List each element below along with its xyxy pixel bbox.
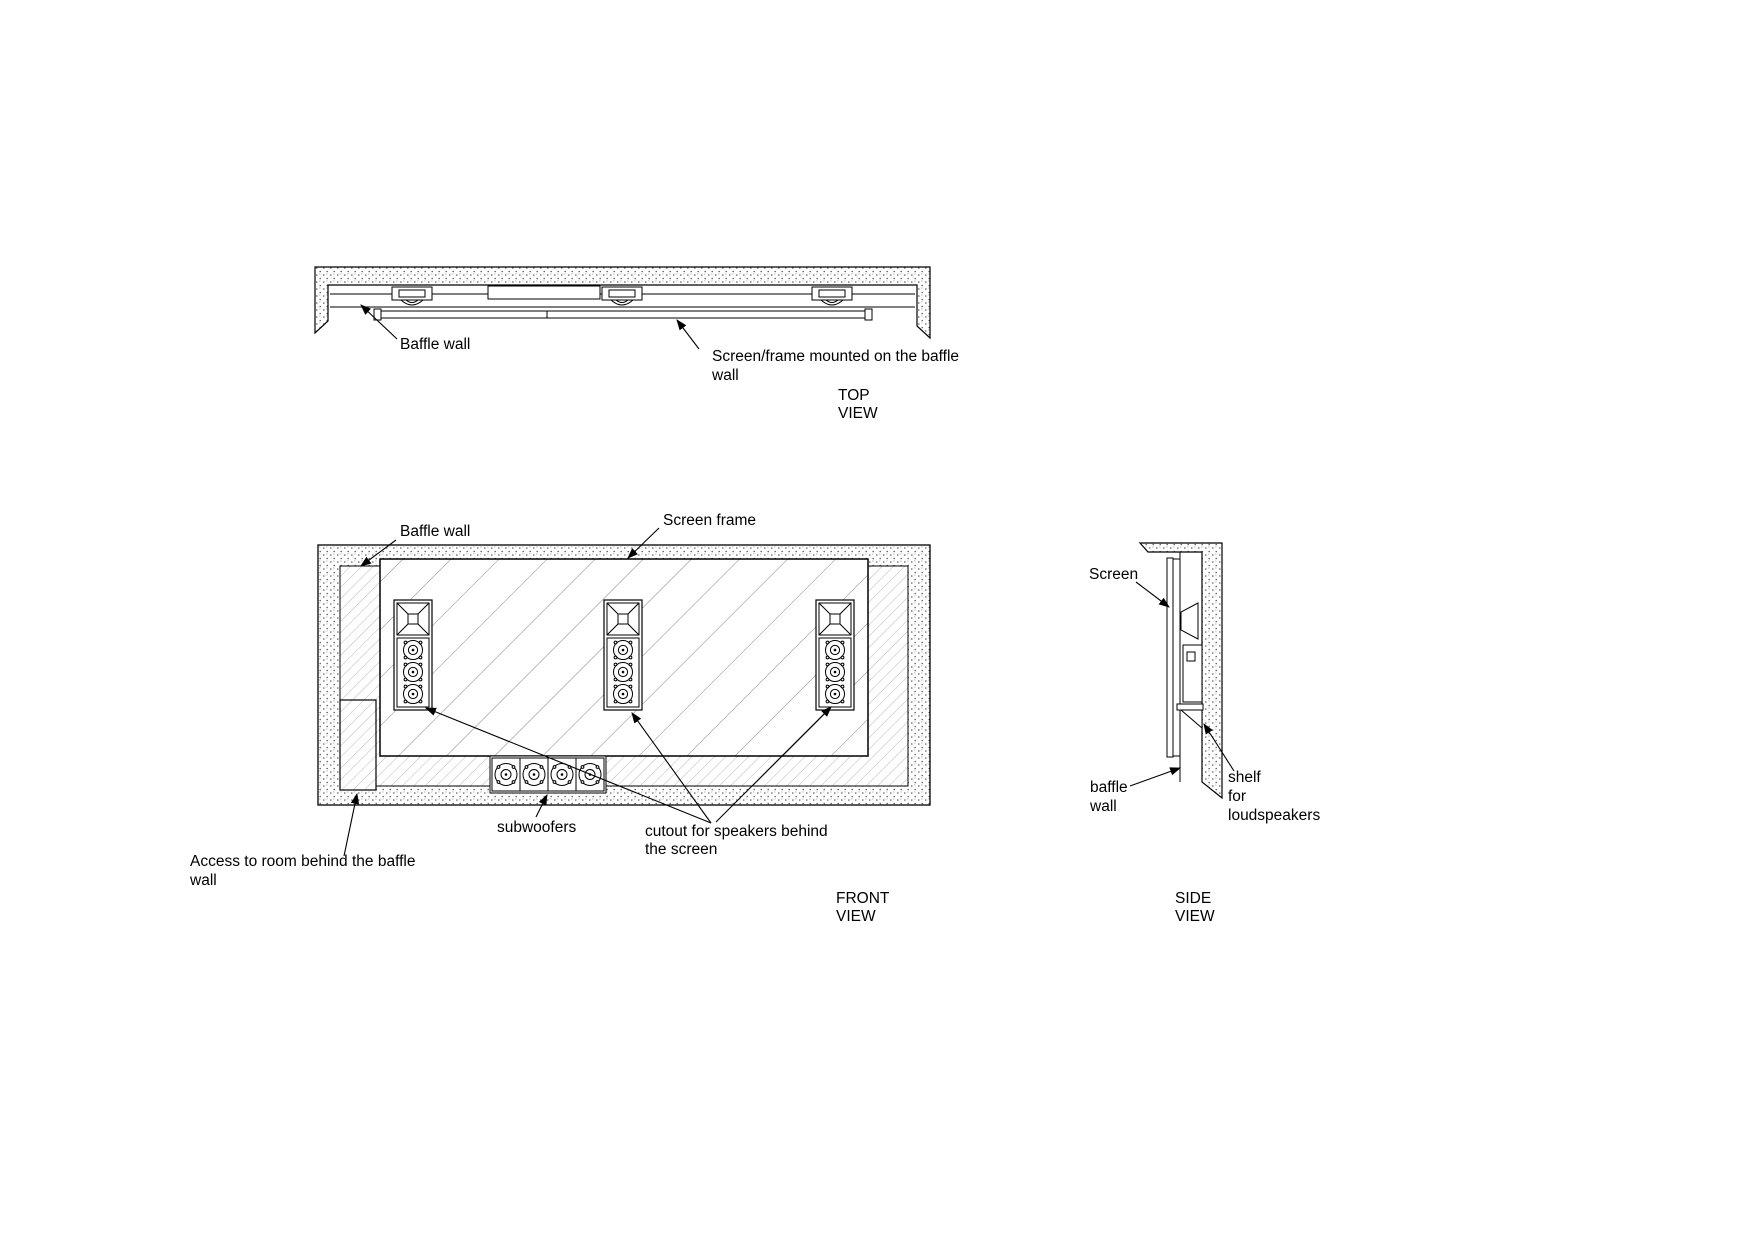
label-cutout-line2: the screen	[645, 841, 717, 858]
label-side-baffle-line1: baffle	[1090, 779, 1128, 796]
leader-arrow-side-screen	[1135, 581, 1170, 608]
top-speaker-right	[811, 286, 853, 306]
top-wall-section	[314, 266, 931, 340]
leader-arrow-cutout-right	[715, 706, 832, 823]
label-front-screen-frame: Screen frame	[663, 512, 756, 529]
front-view-title-line2: VIEW	[836, 908, 876, 925]
side-speaker-cabinet	[1182, 644, 1203, 703]
top-view-title-line1: TOP	[838, 387, 870, 404]
leader-arrow-cutout-center	[631, 712, 712, 824]
label-side-shelf-line1: shelf	[1228, 769, 1261, 786]
leader-arrow-top-baffle-wall	[360, 304, 398, 340]
top-view-title-line2: VIEW	[838, 405, 878, 422]
label-side-shelf-line3: loudspeakers	[1228, 807, 1320, 824]
front-speaker-right	[815, 599, 855, 711]
leader-arrow-access	[343, 792, 360, 857]
leader-arrow-side-baffle-wall	[1129, 767, 1182, 787]
top-speaker-left	[391, 286, 433, 306]
front-view-title-line1: FRONT	[836, 890, 890, 907]
label-subwoofers: subwoofers	[497, 819, 577, 836]
label-top-screen-frame-line2: wall	[711, 367, 739, 384]
leader-arrow-top-screen-frame	[676, 319, 700, 350]
top-equipment-box	[487, 285, 601, 300]
side-screen	[1166, 557, 1180, 758]
side-shelf	[1176, 703, 1204, 730]
label-front-baffle-wall: Baffle wall	[400, 523, 470, 540]
leader-arrow-subwoofers	[535, 794, 548, 818]
side-view-title-line1: SIDE	[1175, 890, 1211, 907]
label-cutout-line1: cutout for speakers behind	[645, 823, 828, 840]
label-access-line1: Access to room behind the baffle	[190, 853, 415, 870]
leader-arrow-side-shelf	[1203, 723, 1235, 772]
leader-arrow-front-screen-frame	[627, 527, 660, 559]
front-speaker-left	[393, 599, 433, 711]
top-view: Baffle wall Screen/frame mounted on the …	[314, 266, 959, 422]
front-speaker-center	[603, 599, 643, 711]
front-view: Baffle wall Screen frame subwoofers cuto…	[189, 512, 931, 925]
side-view-title-line2: VIEW	[1175, 908, 1215, 925]
label-side-screen: Screen	[1089, 566, 1138, 583]
leader-arrow-front-baffle-wall	[360, 539, 397, 567]
side-speaker-horn	[1180, 602, 1199, 640]
side-wall-section	[1138, 542, 1223, 800]
front-access-door	[339, 699, 377, 791]
front-subwoofer-row	[489, 755, 607, 794]
label-access-line2: wall	[189, 872, 217, 889]
label-side-shelf-line2: for	[1228, 788, 1246, 805]
label-side-baffle-line2: wall	[1089, 798, 1117, 815]
label-top-baffle-wall: Baffle wall	[400, 336, 470, 353]
label-top-screen-frame-line1: Screen/frame mounted on the baffle	[712, 348, 959, 365]
top-speaker-center	[601, 286, 643, 306]
side-view: Screen baffle wall shelf for loudspeaker…	[1089, 542, 1320, 925]
leader-arrow-cutout-left	[424, 707, 712, 824]
top-screen-frame	[373, 308, 873, 321]
